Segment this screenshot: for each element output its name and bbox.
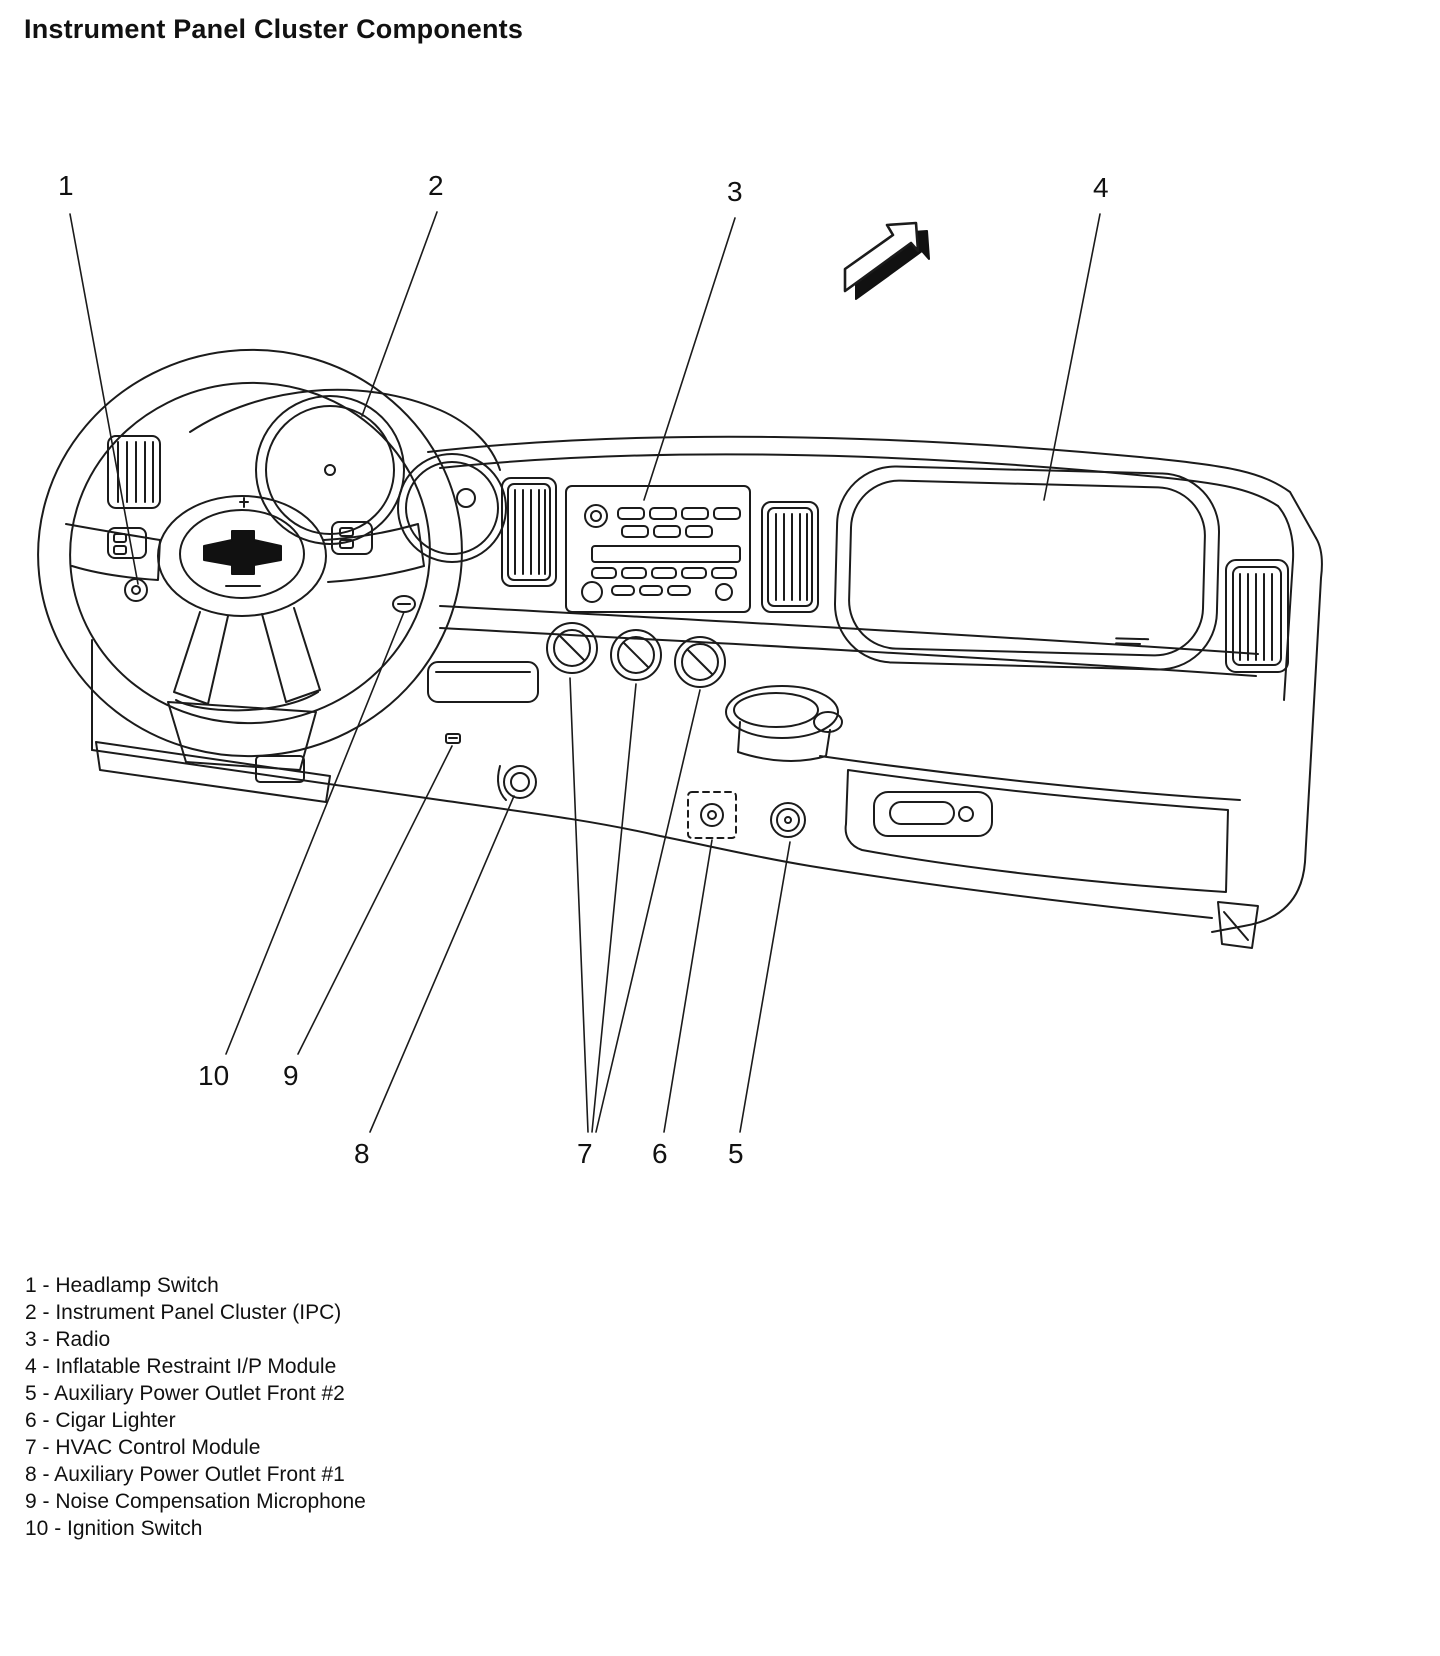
page-title: Instrument Panel Cluster Components bbox=[24, 14, 524, 44]
hvac-control-module bbox=[427, 622, 726, 703]
legend-item-5: 5 - Auxiliary Power Outlet Front #2 bbox=[25, 1382, 345, 1405]
cigar-lighter bbox=[687, 791, 737, 839]
aux-power-outlet-2 bbox=[770, 802, 806, 838]
callout-2: 2 bbox=[428, 170, 444, 201]
legend-item-10: 10 - Ignition Switch bbox=[25, 1517, 203, 1540]
aux-power-outlet-1 bbox=[497, 765, 537, 801]
legend-item-8: 8 - Auxiliary Power Outlet Front #1 bbox=[25, 1463, 345, 1486]
instrument-cluster bbox=[189, 388, 507, 563]
headlamp-switch bbox=[124, 578, 148, 602]
center-left-vent bbox=[501, 477, 557, 587]
ignition-switch bbox=[392, 595, 416, 613]
callout-6: 6 bbox=[652, 1138, 668, 1169]
noise-compensation-microphone bbox=[445, 733, 461, 744]
component-legend: 1 - Headlamp Switch 2 - Instrument Panel… bbox=[25, 1272, 366, 1542]
callout-9: 9 bbox=[283, 1060, 299, 1091]
callout-8: 8 bbox=[354, 1138, 370, 1169]
legend-item-4: 4 - Inflatable Restraint I/P Module bbox=[25, 1355, 337, 1378]
callout-4: 4 bbox=[1093, 172, 1109, 203]
callout-5: 5 bbox=[728, 1138, 744, 1169]
inflatable-restraint-module bbox=[833, 465, 1221, 671]
legend-item-7: 7 - HVAC Control Module bbox=[25, 1436, 261, 1459]
legend-item-1: 1 - Headlamp Switch bbox=[25, 1274, 219, 1297]
legend-item-2: 2 - Instrument Panel Cluster (IPC) bbox=[25, 1301, 342, 1324]
direction-arrow-icon bbox=[843, 221, 930, 300]
callout-3: 3 bbox=[727, 176, 743, 207]
glove-box bbox=[819, 755, 1241, 893]
legend-item-3: 3 - Radio bbox=[25, 1328, 111, 1351]
radio-unit bbox=[565, 485, 751, 613]
callout-leader-lines bbox=[69, 211, 1101, 1133]
callout-7: 7 bbox=[577, 1138, 593, 1169]
center-right-vent bbox=[761, 501, 819, 613]
cup-holder bbox=[725, 685, 843, 762]
steering-wheel bbox=[37, 348, 463, 758]
right-dash-vent bbox=[1225, 559, 1289, 673]
callout-10: 10 bbox=[198, 1060, 230, 1091]
legend-item-9: 9 - Noise Compensation Microphone bbox=[25, 1490, 366, 1513]
left-dash-vent bbox=[107, 435, 161, 509]
chevrolet-bowtie-icon bbox=[203, 497, 282, 587]
legend-item-6: 6 - Cigar Lighter bbox=[25, 1409, 176, 1432]
callout-1: 1 bbox=[58, 170, 74, 201]
